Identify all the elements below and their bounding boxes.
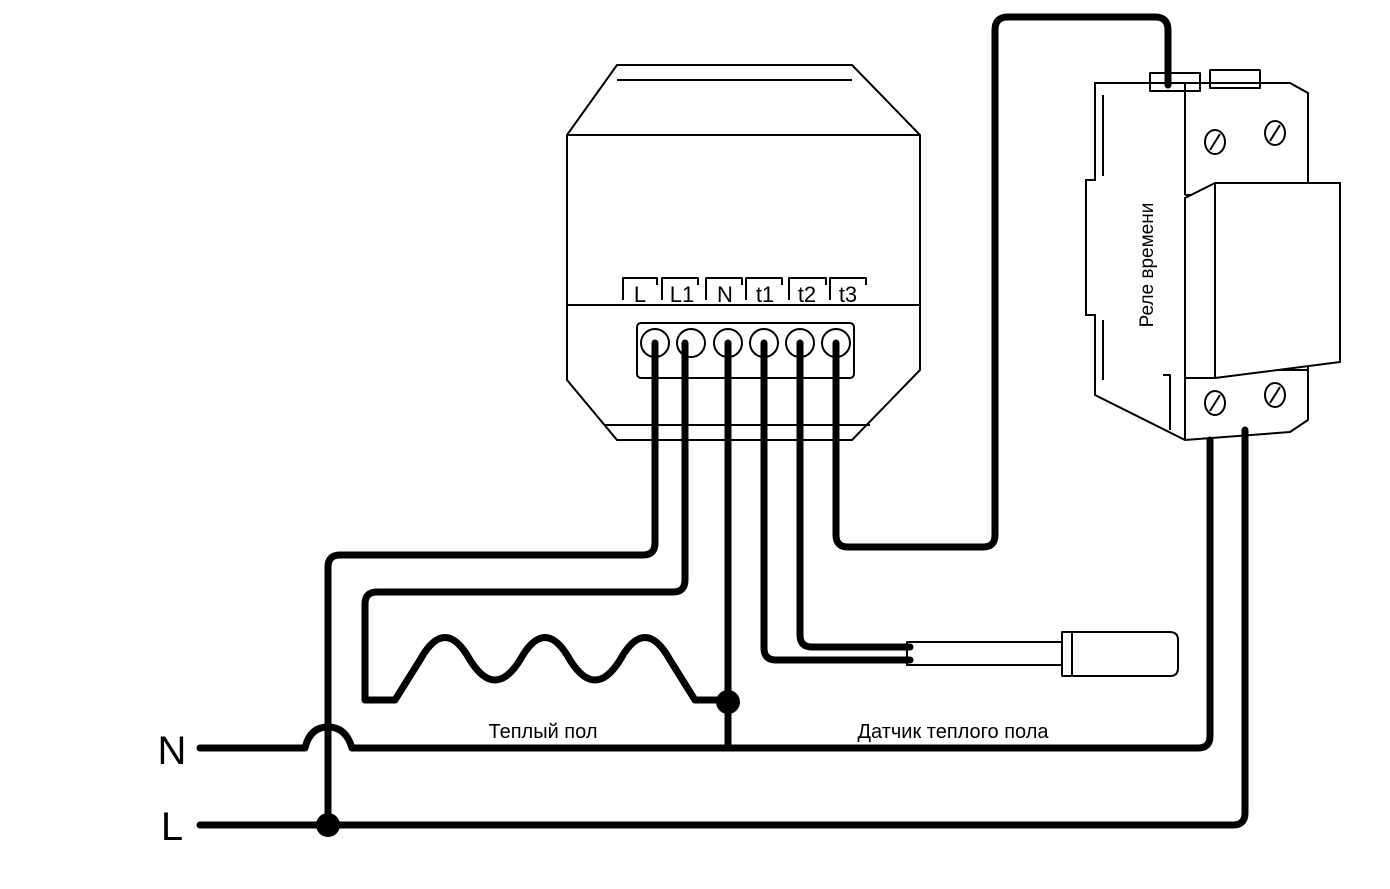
- terminal-label-L1: L1: [661, 277, 699, 307]
- wire-relay-L: [196, 426, 1249, 829]
- wire-t3-relay: [832, 13, 1172, 551]
- svg-text:N: N: [717, 282, 733, 307]
- mains-L-label: L: [161, 805, 183, 849]
- terminal-label-N: N: [705, 277, 743, 307]
- wire-L: [324, 339, 659, 829]
- terminal-label-t1: t1: [745, 277, 783, 307]
- sensor-label: Датчик теплого пола: [857, 721, 1049, 743]
- thermostat-module: L L1 N t1 t2 t3: [566, 64, 921, 441]
- mains-N-label: N: [158, 729, 187, 773]
- svg-text:t2: t2: [798, 282, 816, 307]
- terminal-label-t3: t3: [829, 277, 867, 307]
- svg-text:t1: t1: [756, 282, 774, 307]
- wire-relay-N: [348, 436, 1214, 752]
- svg-text:L1: L1: [670, 282, 694, 307]
- junction-L: [316, 813, 340, 837]
- floor-sensor: Датчик теплого пола: [760, 339, 1179, 743]
- svg-text:L: L: [634, 282, 646, 307]
- relay-screws: [1204, 120, 1286, 416]
- heating-floor: Теплый пол: [361, 339, 732, 743]
- wire-mains-N: [196, 723, 356, 752]
- terminal-block: [636, 322, 855, 379]
- terminal-label-L: L: [622, 277, 658, 307]
- time-relay: Реле времени: [1085, 69, 1341, 442]
- svg-text:t3: t3: [839, 282, 857, 307]
- terminal-label-t2: t2: [788, 277, 827, 307]
- heater-label: Теплый пол: [488, 721, 597, 743]
- relay-label: Реле времени: [1137, 203, 1158, 328]
- junction-N: [716, 690, 740, 714]
